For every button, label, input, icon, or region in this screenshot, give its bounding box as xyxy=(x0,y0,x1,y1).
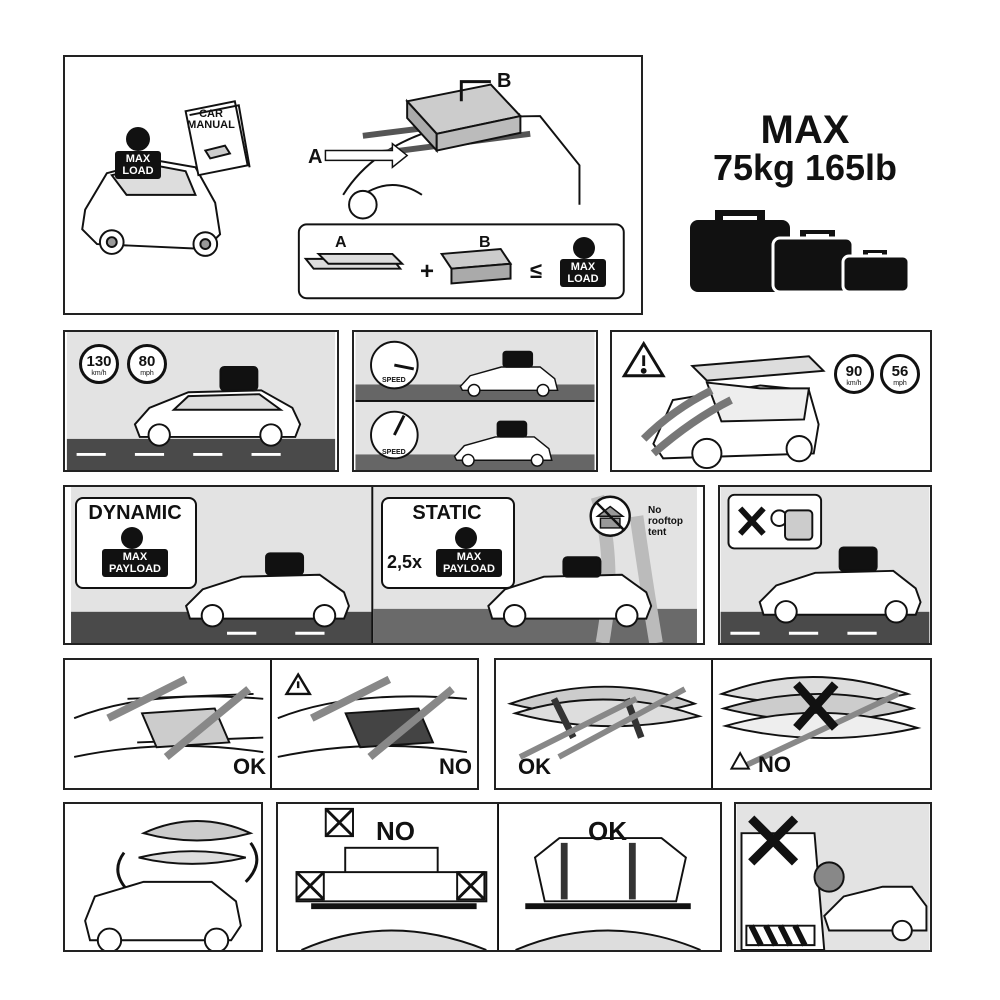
dynamic-static-panel: DYNAMIC MAX PAYLOAD STATIC 2,5x MAX PAYL… xyxy=(63,485,705,645)
arrow-b xyxy=(459,80,491,102)
surfboard-illustration xyxy=(506,660,922,788)
car-wash-illustration xyxy=(736,804,930,950)
formula-plus: + xyxy=(420,258,435,285)
suv-with-boards xyxy=(640,355,826,470)
speed-mph-value: 80 xyxy=(138,353,156,370)
no-keys-illustration xyxy=(720,487,930,643)
roof-bars-and-box xyxy=(342,83,581,220)
surfboard-panel: OK NO xyxy=(494,658,932,790)
load-capacity-illustration xyxy=(81,80,625,300)
car-side xyxy=(133,366,302,447)
wind-mph-unit: mph xyxy=(893,380,907,387)
speed-label-fast: SPEED xyxy=(382,377,406,384)
speedometer-slow-icon xyxy=(370,410,419,460)
arrow-a xyxy=(324,142,409,169)
speedometer-comparison-illustration xyxy=(355,332,595,470)
formula-label-a: A xyxy=(335,234,347,251)
sunroof-no: NO xyxy=(439,754,472,779)
formula-weight-dome-icon xyxy=(573,237,595,259)
static-multiplier: 2,5x xyxy=(387,552,423,572)
wind-car-illustration xyxy=(621,340,826,470)
stack-cross-icon xyxy=(324,807,355,838)
cross-icon xyxy=(738,506,766,536)
wash-cross-icon xyxy=(748,815,799,866)
no-tent-text: No rooftop tent xyxy=(648,505,683,538)
no-rooftop-tent-icon xyxy=(589,495,631,537)
wind-warning-panel: 90 km/h 56 mph xyxy=(610,330,932,472)
dynamic-weight-dome-icon xyxy=(121,527,143,549)
stack-ok: OK xyxy=(588,816,627,846)
wind-kmh-unit: km/h xyxy=(846,380,862,387)
formula-bars xyxy=(303,252,405,270)
box-mounting-panel xyxy=(63,802,263,952)
label-a: A xyxy=(308,146,323,168)
formula-label-b: B xyxy=(479,234,491,251)
static-weight-dome-icon xyxy=(455,527,477,549)
box-mounting-illustration xyxy=(84,820,259,950)
formula-max-load-badge: MAX LOAD xyxy=(560,259,606,287)
sunroof-panel: OK NO xyxy=(63,658,479,790)
load-capacity-panel: B A CAR MANUAL MAX LOAD A B + ≤ MAX LOAD xyxy=(63,55,643,315)
max-weight: 75kg 165lb xyxy=(712,147,898,188)
stacking-illustration xyxy=(295,804,701,950)
stacking-panel: NO OK xyxy=(276,802,722,952)
speed-label-slow: SPEED xyxy=(382,449,406,456)
surf-no: NO xyxy=(758,752,791,777)
dynamic-title: DYNAMIC xyxy=(88,502,182,524)
keys-icon xyxy=(770,509,814,541)
no-keys-panel xyxy=(718,485,932,645)
speed-comparison-panel: SPEED SPEED xyxy=(352,330,598,472)
highway-car-illustration xyxy=(66,332,336,470)
car-wash-panel xyxy=(734,802,932,952)
wind-mph-value: 56 xyxy=(891,363,909,380)
car-manual-book xyxy=(184,100,251,177)
wind-kmh-value: 90 xyxy=(845,363,863,380)
surf-cross-icon xyxy=(793,681,839,731)
max-load-badge: MAX LOAD xyxy=(115,151,161,179)
wind-mph-badge: 56 mph xyxy=(880,354,920,394)
sunroof-ok: OK xyxy=(233,754,266,779)
speed-mph-unit: mph xyxy=(140,370,154,377)
surf-ok: OK xyxy=(518,754,551,779)
speed-kmh-value: 130 xyxy=(86,353,112,370)
stack-no: NO xyxy=(376,816,415,846)
sunroof-warning-icon xyxy=(284,672,312,696)
sunroof-illustration xyxy=(73,660,468,788)
car-manual-text: CAR MANUAL xyxy=(187,108,235,131)
formula-leq: ≤ xyxy=(530,258,543,283)
speed-mph-badge: 80 mph xyxy=(127,344,167,384)
surf-warning-icon xyxy=(729,751,751,770)
speed-kmh-badge: 130 km/h xyxy=(79,344,119,384)
warning-icon xyxy=(621,340,666,378)
highway-speed-panel: 130 km/h 80 mph xyxy=(63,330,339,472)
dynamic-payload-badge: MAX PAYLOAD xyxy=(102,549,168,577)
formula-box-icon xyxy=(439,247,513,285)
speedometer-fast-icon xyxy=(370,340,419,390)
static-payload-badge: MAX PAYLOAD xyxy=(436,549,502,577)
max-title: MAX xyxy=(760,108,850,152)
weight-dome-icon xyxy=(126,127,150,151)
speed-kmh-unit: km/h xyxy=(91,370,107,377)
label-b: B xyxy=(497,70,512,92)
static-title: STATIC xyxy=(412,502,482,524)
luggage-icon xyxy=(690,210,911,294)
wind-kmh-badge: 90 km/h xyxy=(834,354,874,394)
